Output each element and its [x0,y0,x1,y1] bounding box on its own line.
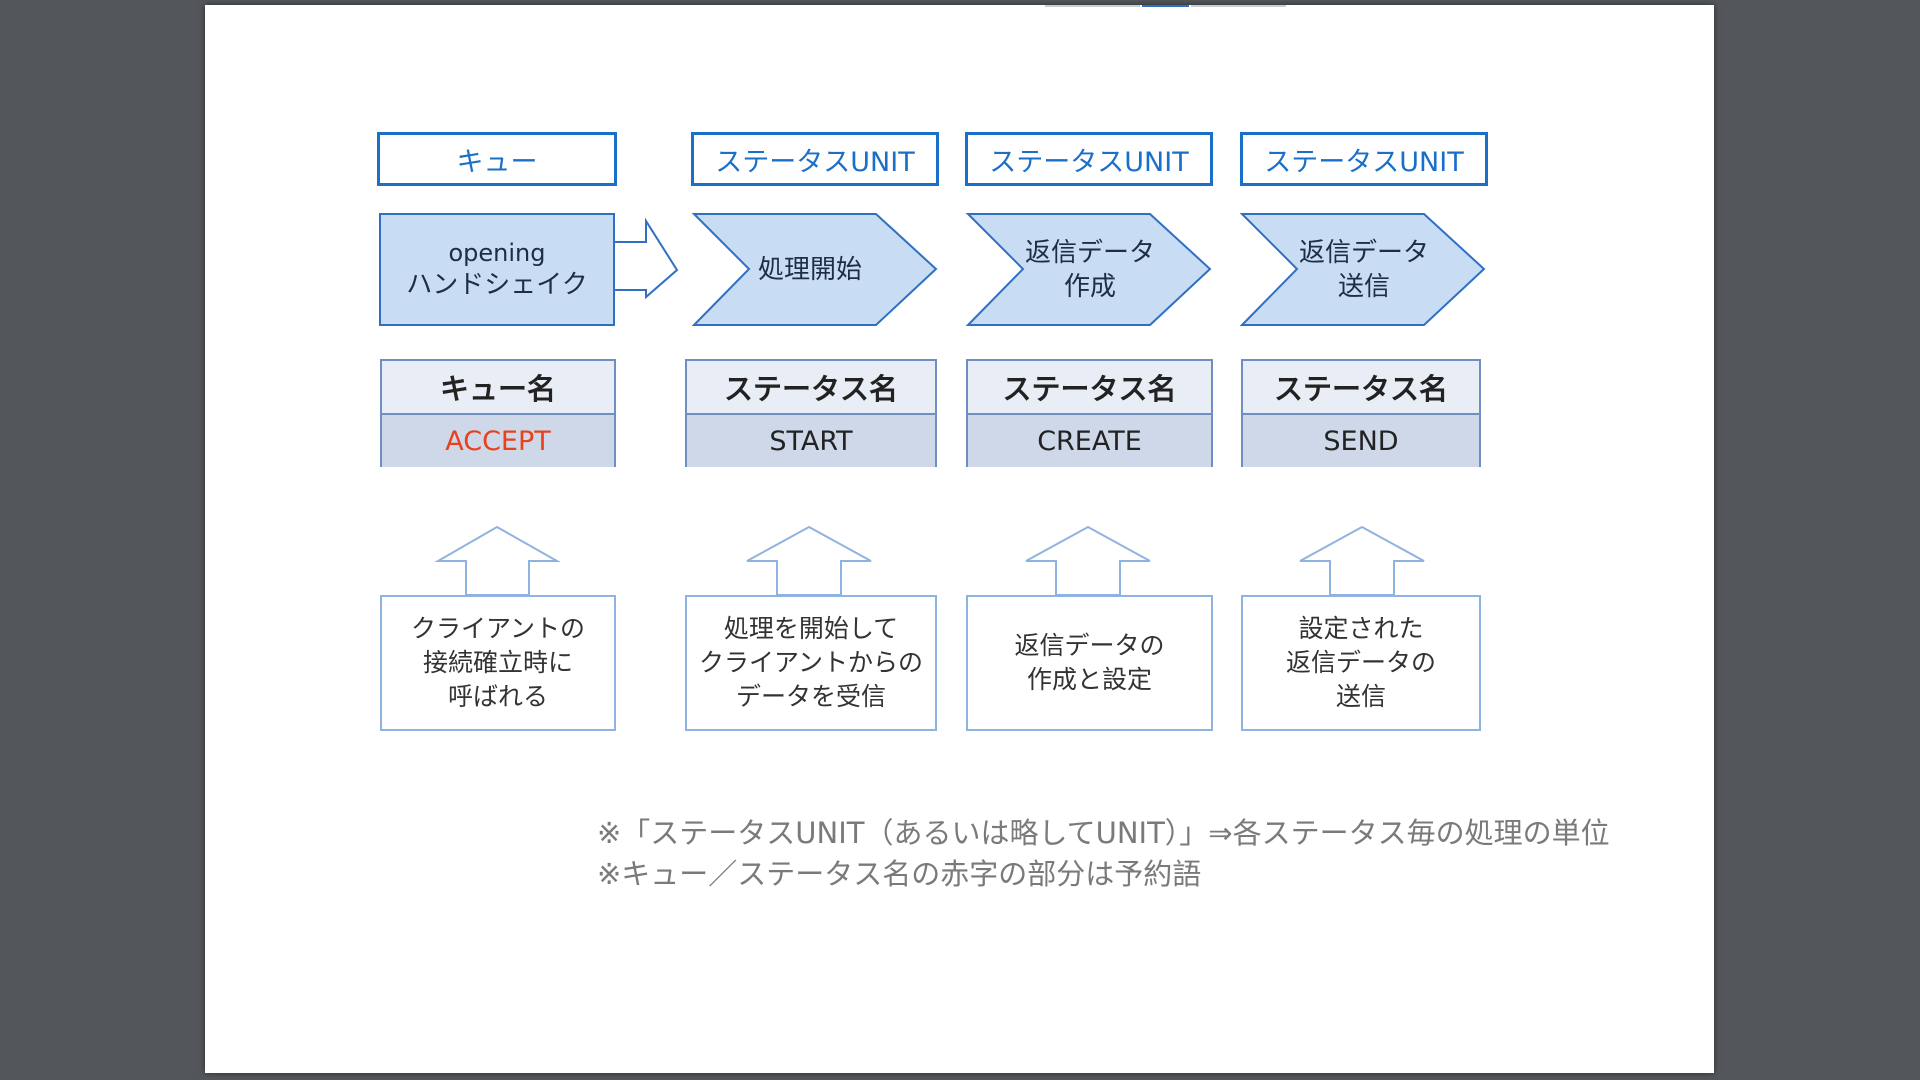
description-line: 作成と設定 [1026,665,1152,694]
status-name-table: ステータス名 START [685,359,937,467]
category-label-status-unit: ステータスUNIT [965,132,1213,186]
page-indicator-active [1142,5,1189,7]
name-value: START [687,415,935,467]
chevron-create-text: 返信データ 作成 [1015,214,1165,325]
chevron-send-text: 返信データ 送信 [1289,214,1439,325]
category-label-queue: キュー [377,132,617,186]
chevron-create-shape [965,213,1212,326]
shape-line: opening [448,238,546,267]
description-line: 設定された [1298,614,1424,643]
description-box: 設定された 返信データの 送信 [1241,595,1481,731]
shape-line: ハンドシェイク [406,269,588,300]
status-name-table: ステータス名 SEND [1241,359,1481,467]
category-label-status-unit: ステータスUNIT [1240,132,1488,186]
page-indicator [1191,5,1286,7]
description-line: 送信 [1335,682,1386,711]
shape-line: 返信データ [1298,237,1429,268]
queue-shape-text: opening ハンドシェイク [380,214,614,325]
shape-line: 処理開始 [757,254,862,285]
note-status-unit: ※「ステータスUNIT（あるいは略してUNIT）」⇒各ステータス毎の処理の単位 [597,816,1610,850]
description-box: 処理を開始して クライアントからの データを受信 [685,595,937,731]
up-arrow-icon [1299,525,1425,596]
shape-line: 返信データ [1024,237,1155,268]
name-header: ステータス名 [968,361,1211,415]
name-header: キュー名 [382,361,614,415]
description-line: 処理を開始して [723,614,899,643]
name-value: CREATE [968,415,1211,467]
status-name-table: ステータス名 CREATE [966,359,1213,467]
up-arrow-icon [1025,525,1151,596]
up-arrow-icon [434,525,561,596]
page-indicator [1045,5,1140,7]
description-line: クライアントの [410,614,585,643]
description-line: クライアントからの [698,648,923,677]
category-label-status-unit: ステータスUNIT [691,132,939,186]
description-box: 返信データの 作成と設定 [966,595,1213,731]
note-reserved-words: ※キュー／ステータス名の赤字の部分は予約語 [597,857,1202,891]
name-header: ステータス名 [1243,361,1479,415]
chevron-send-shape [1239,213,1486,326]
chevron-start-shape [691,213,938,326]
shape-line: 作成 [1063,271,1116,302]
shape-line: 送信 [1337,271,1390,302]
description-line: 返信データの [1285,648,1436,677]
name-value: SEND [1243,415,1479,467]
description-box: クライアントの 接続確立時に 呼ばれる [380,595,616,731]
description-line: 呼ばれる [447,682,548,711]
flow-diagram [379,213,1486,596]
description-line: 返信データの [1014,631,1165,660]
reserved-name-value: ACCEPT [382,415,614,467]
slide: キュー ステータスUNIT ステータスUNIT ステータスUNIT openin… [205,5,1714,1073]
name-header: ステータス名 [687,361,935,415]
queue-process-shape [379,213,615,326]
chevron-start-text: 処理開始 [735,214,885,325]
queue-name-table: キュー名 ACCEPT [380,359,616,467]
description-line: 接続確立時に [422,648,573,677]
up-arrow-icon [746,525,872,596]
description-line: データを受信 [735,682,886,711]
right-arrow-icon [613,217,679,300]
